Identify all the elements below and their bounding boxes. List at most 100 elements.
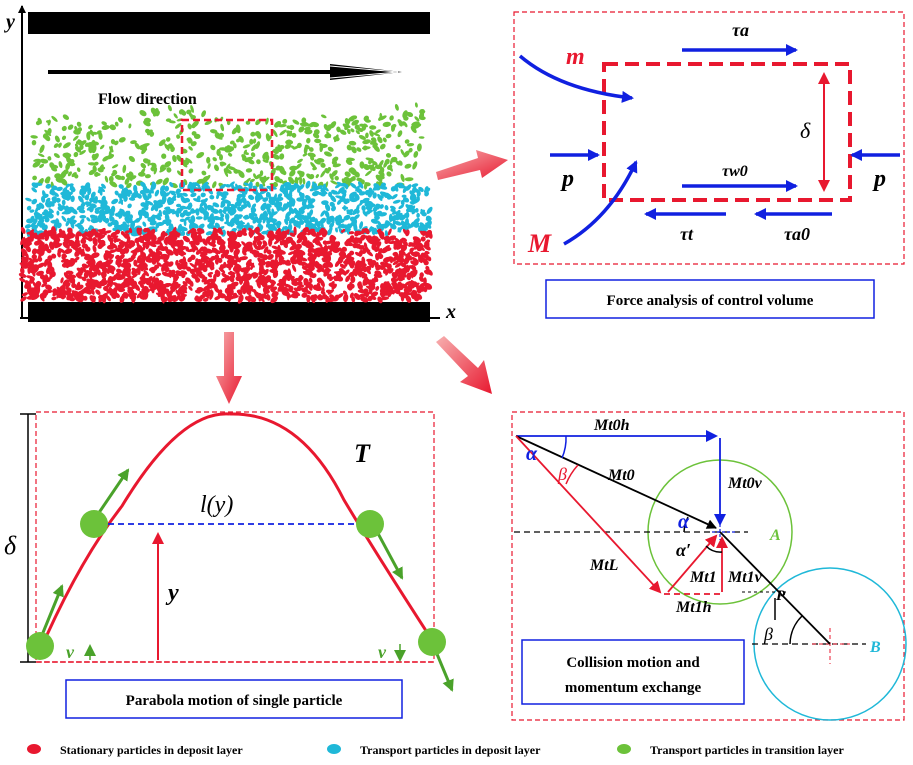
collision-panel-frame — [511, 411, 905, 721]
particle — [122, 269, 128, 276]
particle — [212, 202, 220, 208]
particle — [254, 226, 260, 234]
particle — [410, 205, 416, 213]
particle — [64, 290, 71, 296]
particle — [379, 185, 388, 190]
particle — [269, 279, 276, 285]
particle — [350, 275, 356, 284]
particle — [212, 157, 217, 162]
particle — [51, 115, 58, 122]
particle — [308, 277, 313, 283]
particle — [32, 281, 37, 288]
particle — [318, 228, 324, 236]
particle — [312, 132, 320, 139]
particle — [105, 295, 111, 302]
particle — [121, 187, 128, 194]
particle — [207, 273, 213, 278]
particle — [58, 161, 63, 169]
particle — [48, 208, 54, 213]
particle — [189, 280, 194, 287]
particle — [165, 137, 171, 142]
particle — [229, 140, 235, 145]
particle — [234, 201, 240, 207]
particle — [162, 177, 169, 186]
particle — [363, 181, 368, 190]
particle — [365, 291, 370, 298]
mt1h-label: Mt1h — [675, 599, 712, 616]
particle — [92, 196, 98, 204]
particle — [79, 215, 87, 219]
particle — [223, 277, 228, 283]
particle — [150, 214, 157, 220]
particle — [174, 123, 182, 129]
particle — [55, 197, 61, 203]
particle — [372, 192, 377, 199]
particle — [353, 292, 361, 301]
particle — [71, 208, 78, 215]
particle — [191, 272, 197, 278]
particle — [340, 229, 346, 233]
particle — [101, 125, 110, 130]
particle — [143, 227, 148, 233]
particle — [297, 249, 306, 256]
particle — [163, 192, 171, 197]
particle — [45, 183, 52, 189]
particle — [164, 161, 172, 168]
particle — [67, 171, 72, 177]
particle — [68, 183, 74, 187]
particle — [346, 128, 351, 135]
particle — [403, 150, 410, 158]
particle — [195, 249, 202, 255]
particle — [180, 284, 186, 290]
particle — [31, 198, 38, 205]
particle — [219, 154, 223, 161]
particle — [101, 280, 108, 287]
particle — [228, 152, 233, 157]
particle — [246, 200, 251, 208]
particle — [355, 204, 360, 213]
particle — [39, 294, 45, 302]
particle — [190, 216, 194, 221]
particle — [96, 130, 102, 135]
particle — [406, 142, 415, 147]
particle — [272, 181, 279, 188]
particle — [141, 208, 147, 214]
particle — [275, 146, 281, 151]
delta-label: δ — [800, 118, 811, 143]
particle — [306, 173, 313, 180]
particle — [135, 264, 144, 270]
particle — [372, 132, 381, 137]
control-volume-marker — [180, 118, 274, 192]
particle — [125, 172, 132, 179]
particle — [116, 268, 123, 274]
particle — [296, 142, 302, 149]
particle — [182, 192, 188, 197]
particle — [378, 195, 384, 199]
particle — [36, 286, 41, 295]
particle — [220, 123, 225, 132]
particle — [198, 293, 207, 300]
particle — [308, 147, 314, 152]
particle — [291, 280, 299, 286]
particle — [218, 209, 223, 214]
particle — [89, 295, 96, 303]
particle — [403, 122, 408, 128]
particle — [316, 294, 324, 301]
particle — [315, 222, 321, 228]
particle — [88, 124, 93, 130]
particle — [300, 287, 306, 293]
particle — [196, 151, 205, 159]
particle — [275, 196, 284, 202]
mtl-arrow — [515, 435, 662, 594]
particle — [138, 279, 147, 286]
particle — [291, 132, 297, 138]
particle — [95, 289, 101, 295]
particle — [85, 282, 90, 288]
B-label: B — [869, 639, 881, 656]
particle — [160, 232, 168, 237]
particle — [161, 297, 167, 303]
particle — [227, 209, 235, 215]
particle — [210, 233, 215, 241]
particle — [81, 234, 90, 241]
particle — [226, 201, 231, 208]
